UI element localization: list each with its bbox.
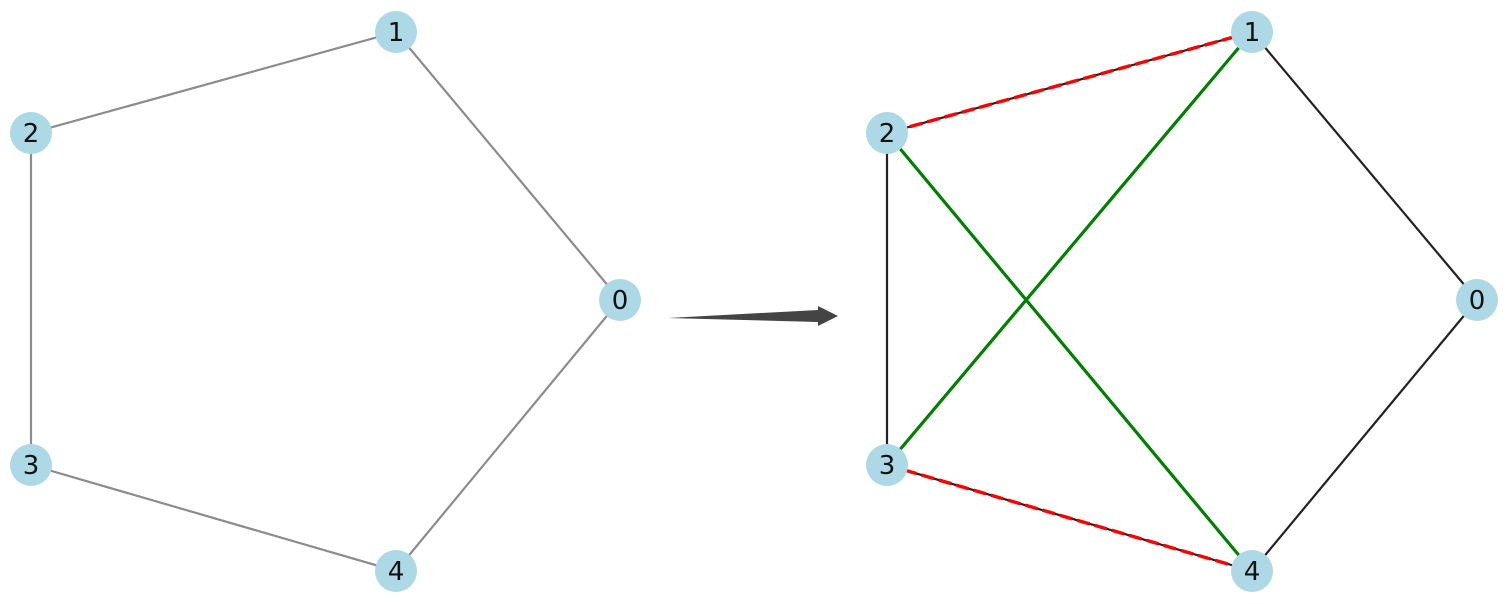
right-node-3-circle	[866, 444, 908, 486]
right-node-1-circle	[1231, 11, 1273, 53]
transformation-arrow-shaft	[668, 310, 818, 322]
left-node-0: 0	[599, 279, 641, 321]
right-graph-nodes: 0 1 2 3 4	[866, 11, 1498, 592]
left-node-3-circle	[10, 444, 52, 486]
left-graph-edges	[29, 30, 621, 573]
left-node-4: 4	[375, 550, 417, 592]
right-edge-2-4-added	[885, 131, 1254, 573]
left-node-1: 1	[375, 11, 417, 53]
right-node-1: 1	[1231, 11, 1273, 53]
transformation-arrow-head	[818, 306, 838, 326]
left-node-1-label: 1	[388, 18, 405, 48]
left-node-1-circle	[375, 11, 417, 53]
right-node-0: 0	[1456, 279, 1498, 321]
left-edge-1-2	[30, 30, 397, 135]
right-edge-1-3-added	[885, 30, 1254, 467]
right-node-4: 4	[1231, 550, 1273, 592]
left-node-4-label: 4	[388, 557, 405, 587]
right-node-1-label: 1	[1244, 18, 1261, 48]
left-graph: 0 1 2 3 4	[10, 11, 641, 592]
left-node-3-label: 3	[23, 451, 40, 481]
right-edge-4-0	[1251, 299, 1478, 572]
right-edge-3-4-removed	[886, 463, 1253, 573]
left-node-2-label: 2	[23, 119, 40, 149]
right-node-3-label: 3	[879, 451, 896, 481]
left-node-2: 2	[10, 112, 52, 154]
right-node-3: 3	[866, 444, 908, 486]
transformation-arrow	[668, 306, 838, 326]
right-edge-3-4-dash	[886, 463, 1253, 573]
right-node-2: 2	[866, 112, 908, 154]
right-graph-edges	[885, 30, 1478, 573]
right-node-4-label: 4	[1244, 557, 1261, 587]
right-node-4-circle	[1231, 550, 1273, 592]
right-edge-1-2-removed	[886, 30, 1253, 135]
left-node-0-circle	[599, 279, 641, 321]
left-graph-nodes: 0 1 2 3 4	[10, 11, 641, 592]
right-node-0-label: 0	[1469, 286, 1486, 316]
right-graph: 0 1 2 3 4	[866, 11, 1498, 592]
left-edge-0-1	[395, 31, 621, 301]
left-edge-3-4	[30, 463, 397, 573]
right-node-0-circle	[1456, 279, 1498, 321]
right-edge-0-1	[1251, 31, 1478, 301]
right-node-2-circle	[866, 112, 908, 154]
left-node-2-circle	[10, 112, 52, 154]
left-node-4-circle	[375, 550, 417, 592]
left-node-3: 3	[10, 444, 52, 486]
left-node-0-label: 0	[612, 286, 629, 316]
right-edge-1-2-dash	[886, 30, 1253, 135]
right-node-2-label: 2	[879, 119, 896, 149]
left-edge-4-0	[395, 299, 621, 572]
